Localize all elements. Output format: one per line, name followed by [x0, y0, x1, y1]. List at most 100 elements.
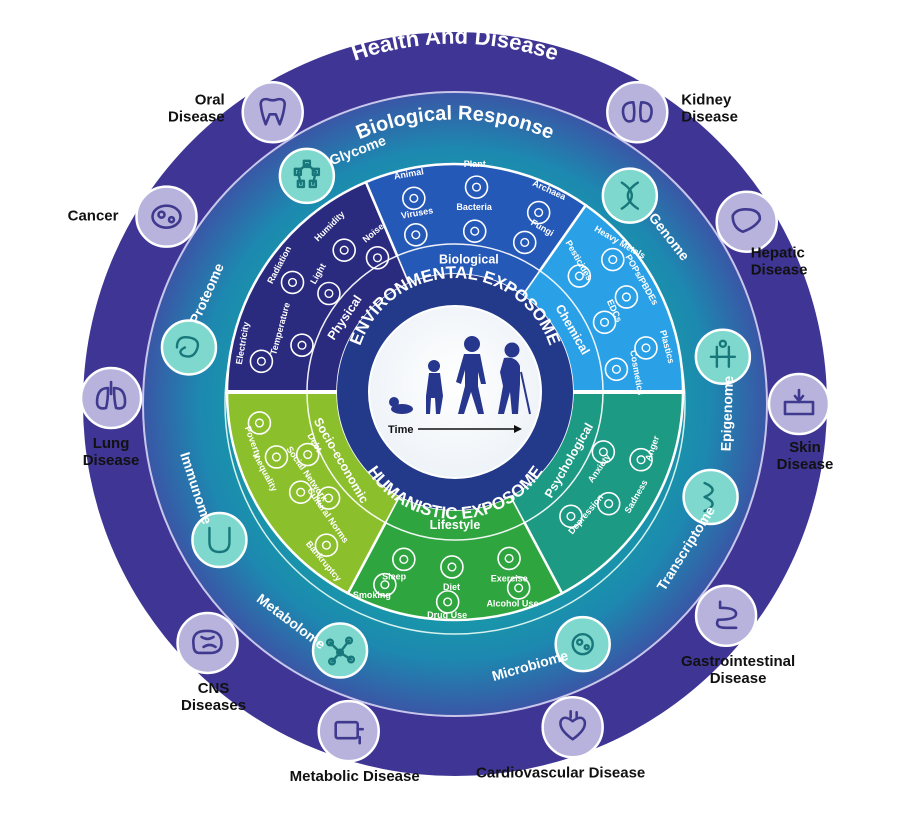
omics-badge-genome	[601, 167, 659, 224]
glucose-meter-icon	[334, 720, 364, 745]
pops-pbdes-icon	[614, 285, 639, 309]
lifestyle-item-drug-use: Drug Use	[427, 610, 467, 620]
skin-icon	[783, 388, 815, 416]
lifestyle-item-diet: Diet	[443, 582, 460, 592]
disease-badge-kidney-disease	[606, 81, 669, 144]
omics-badge-epigenome	[694, 328, 752, 386]
radiation-icon	[280, 270, 305, 295]
kidney-icon	[621, 100, 653, 123]
lifestyle-item-smoking: Smoking	[353, 590, 391, 600]
diet-icon	[440, 555, 464, 579]
tooth-icon	[259, 97, 287, 126]
alcohol-use-icon	[506, 576, 531, 600]
fungi-icon	[512, 230, 537, 255]
disease-label-cardiovascular-disease: Cardiovascular Disease	[476, 764, 645, 781]
child-figure	[428, 360, 440, 372]
sleep-icon	[392, 547, 416, 572]
noise-icon	[365, 245, 390, 270]
omics-badge-glycome	[278, 147, 336, 205]
disease-label-metabolic-disease: Metabolic Disease	[290, 768, 420, 785]
biological-item-plant: Plant	[464, 159, 486, 169]
exercise-icon	[497, 546, 521, 571]
omics-badge-metabolome	[311, 622, 369, 679]
inequality-icon	[264, 445, 289, 469]
lifestyle-item-sleep: Sleep	[382, 571, 407, 581]
omics-badge-proteome	[160, 319, 218, 376]
methylation-icon	[709, 339, 737, 368]
debt-icon	[295, 442, 320, 467]
lifestyle-item-alcohol-use: Alcohol Use	[486, 598, 538, 608]
viruses-icon	[404, 223, 428, 247]
intestine-icon	[715, 600, 738, 630]
adult-figure	[464, 336, 480, 352]
category-label-lifestyle: Lifestyle	[430, 518, 481, 532]
cell-icon	[151, 204, 182, 229]
disease-label-cancer: Cancer	[68, 208, 119, 225]
social-network-icon	[288, 480, 313, 505]
rna-icon	[703, 481, 714, 513]
cultural-norms-icon	[316, 486, 341, 510]
network-icon	[326, 636, 356, 666]
baby-figure	[391, 404, 413, 414]
heavy-metals-icon	[601, 247, 625, 272]
lungs-icon	[95, 380, 127, 410]
elder-figure	[504, 342, 520, 358]
disease-badge-cancer	[135, 185, 198, 248]
protein-icon	[175, 335, 200, 358]
disease-badge-cns-diseases	[176, 611, 239, 675]
omics-badge-transcriptome	[682, 468, 739, 526]
smoking-icon	[373, 572, 397, 597]
time-arrow: Time	[388, 424, 522, 436]
sadness-icon	[596, 491, 621, 516]
cosmetics-icon	[604, 357, 629, 382]
time-label: Time	[388, 424, 413, 436]
dna-helix-icon	[620, 181, 640, 210]
human-lifecycle-figures	[389, 336, 531, 415]
electricity-icon	[249, 349, 274, 374]
animal-icon	[402, 186, 426, 211]
microbe-icon	[571, 632, 594, 656]
lifestyle-item-exercise: Exercise	[491, 573, 528, 583]
category-label-biological: Biological	[439, 253, 499, 267]
edcs-icon	[592, 310, 617, 335]
glycan-icon	[293, 159, 321, 189]
humidity-icon	[332, 238, 356, 262]
bacteria-icon	[462, 219, 487, 244]
brain-icon	[192, 629, 223, 655]
omics-badge-microbiome	[554, 615, 611, 673]
disease-badge-hepatic-disease	[715, 190, 778, 253]
biological-item-bacteria: Bacteria	[456, 202, 493, 212]
omics-badge-immunome	[191, 511, 248, 569]
depression-icon	[559, 504, 583, 529]
disease-badge-metabolic-disease	[317, 699, 380, 763]
poverty-icon	[247, 411, 272, 435]
disease-badge-cardiovascular-disease	[541, 696, 604, 759]
anger-icon	[629, 447, 653, 472]
disease-badge-skin-disease	[767, 372, 831, 436]
anxiety-icon	[591, 440, 616, 464]
immune-icon	[208, 526, 231, 554]
disease-badge-gastrointestinal-disease	[694, 584, 758, 648]
center-disc	[368, 305, 542, 479]
omics-label-epigenome: Epigenome	[718, 375, 737, 451]
pesticides-icon	[567, 264, 592, 288]
light-icon	[317, 281, 341, 306]
disease-badge-lung-disease	[79, 366, 143, 430]
liver-icon	[731, 208, 762, 234]
drug-use-icon	[435, 590, 460, 614]
archaea-icon	[526, 200, 551, 225]
plant-icon	[464, 175, 489, 199]
bankruptcy-icon	[314, 533, 339, 558]
disease-badge-oral-disease	[241, 81, 304, 144]
temperature-icon	[290, 333, 314, 358]
